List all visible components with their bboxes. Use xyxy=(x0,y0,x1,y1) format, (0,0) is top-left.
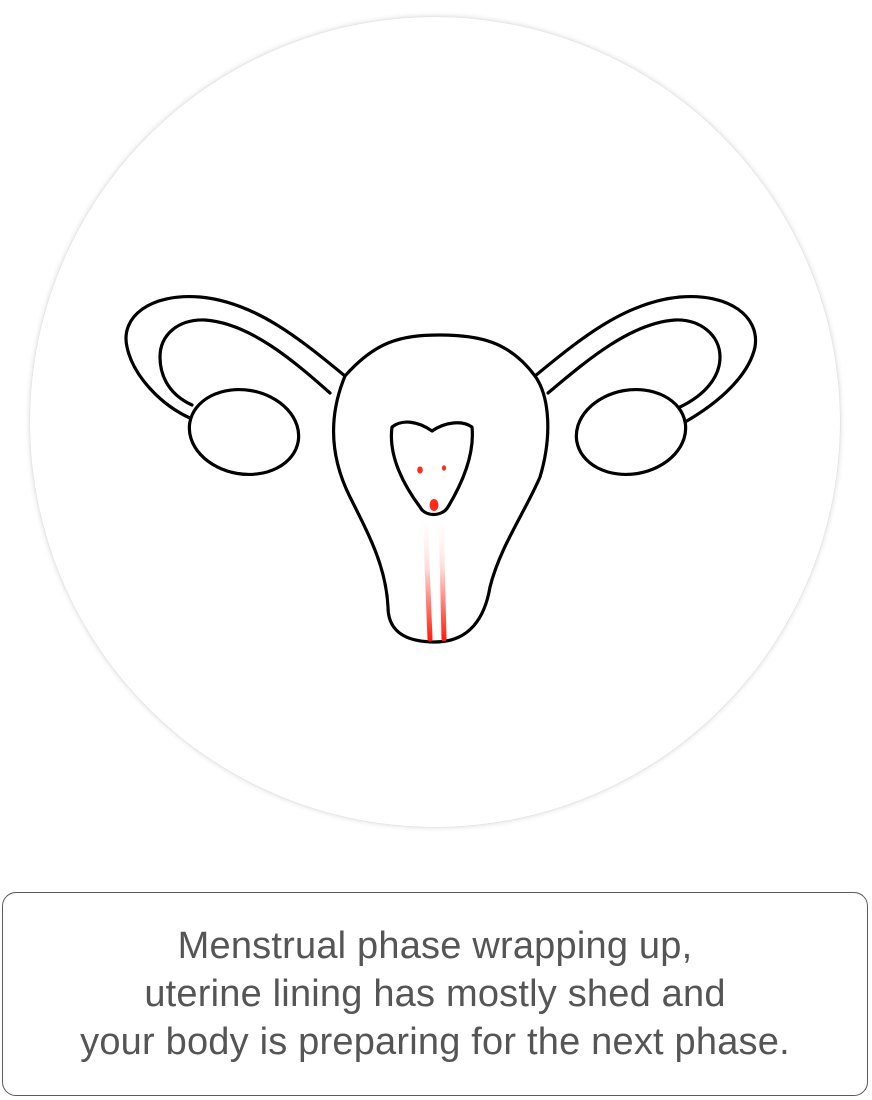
menstrual-flow xyxy=(422,509,447,642)
phase-description: Menstrual phase wrapping up, uterine lin… xyxy=(3,922,867,1066)
illustration-circle xyxy=(30,17,840,827)
blood-droplet xyxy=(442,465,446,471)
uterus-diagram xyxy=(124,294,758,644)
uterine-cavity xyxy=(389,420,474,517)
left-ovary xyxy=(187,387,301,477)
description-line: uterine lining has mostly shed and xyxy=(144,973,726,1015)
description-line: your body is preparing for the next phas… xyxy=(80,1021,790,1063)
blood-droplet xyxy=(417,466,423,474)
right-fallopian-tube xyxy=(533,294,758,424)
right-ovary xyxy=(574,387,688,477)
left-fallopian-tube xyxy=(124,294,347,421)
blood-droplet xyxy=(429,499,439,511)
description-line: Menstrual phase wrapping up, xyxy=(177,925,693,967)
phase-description-card: Menstrual phase wrapping up, uterine lin… xyxy=(2,892,868,1096)
